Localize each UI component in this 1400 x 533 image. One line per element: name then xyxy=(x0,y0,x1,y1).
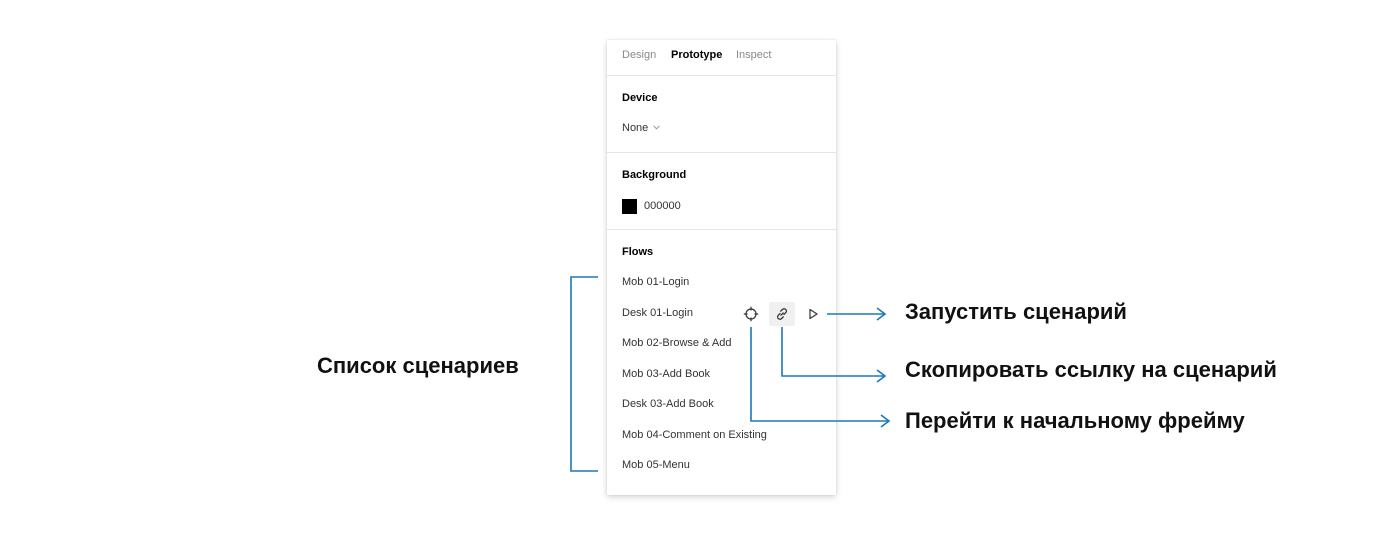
flow-item[interactable]: Mob 03-Add Book xyxy=(607,361,836,389)
go-to-frame-arrowhead xyxy=(880,414,891,428)
prototype-panel: Design Prototype Inspect Device None Bac… xyxy=(607,40,836,495)
background-title: Background xyxy=(622,169,687,181)
flow-item[interactable]: Mob 02-Browse & Add xyxy=(607,330,836,358)
flow-item[interactable]: Mob 05-Menu xyxy=(607,452,836,480)
device-dropdown[interactable]: None xyxy=(622,121,661,134)
crosshair-icon[interactable] xyxy=(738,302,764,326)
link-icon[interactable] xyxy=(769,302,795,326)
tab-design[interactable]: Design xyxy=(622,49,657,61)
play-annotation: Запустить сценарий xyxy=(905,299,1127,324)
background-color-swatch[interactable] xyxy=(622,199,637,214)
flows-title: Flows xyxy=(622,246,654,258)
device-title: Device xyxy=(622,92,658,104)
tab-prototype[interactable]: Prototype xyxy=(671,49,723,61)
flow-item[interactable]: Desk 03-Add Book xyxy=(607,391,836,419)
flow-item-hovered[interactable]: Desk 01-Login xyxy=(607,300,836,328)
play-icon[interactable] xyxy=(800,302,826,326)
flow-item[interactable]: Mob 01-Login xyxy=(607,269,836,297)
flow-item-label: Mob 03-Add Book xyxy=(622,368,711,380)
copy-link-connector xyxy=(781,327,884,377)
background-hex-input[interactable]: 000000 xyxy=(644,200,681,212)
flow-item-label: Mob 02-Browse & Add xyxy=(622,337,732,349)
flow-item-label: Desk 01-Login xyxy=(622,307,693,319)
device-value: None xyxy=(622,122,649,134)
flow-list-bracket xyxy=(570,276,598,472)
copy-link-annotation: Скопировать ссылку на сценарий xyxy=(905,357,1277,382)
tab-inspect[interactable]: Inspect xyxy=(736,49,772,61)
device-section xyxy=(607,75,836,153)
copy-link-arrowhead xyxy=(876,369,887,383)
go-to-frame-annotation: Перейти к начальному фрейму xyxy=(905,408,1245,433)
flow-item-label: Mob 05-Menu xyxy=(622,459,690,471)
chevron-down-icon xyxy=(653,121,661,133)
panel-tabs: Design Prototype Inspect xyxy=(607,40,836,76)
flow-list-annotation: Список сценариев xyxy=(317,353,519,378)
flow-item-label: Desk 03-Add Book xyxy=(622,398,714,410)
flow-item-label: Mob 01-Login xyxy=(622,276,690,288)
play-arrowhead xyxy=(876,307,887,321)
flow-item-label: Mob 04-Comment on Existing xyxy=(622,429,767,441)
flow-item[interactable]: Mob 04-Comment on Existing xyxy=(607,422,836,450)
go-to-frame-connector xyxy=(750,327,888,422)
background-section xyxy=(607,153,836,230)
